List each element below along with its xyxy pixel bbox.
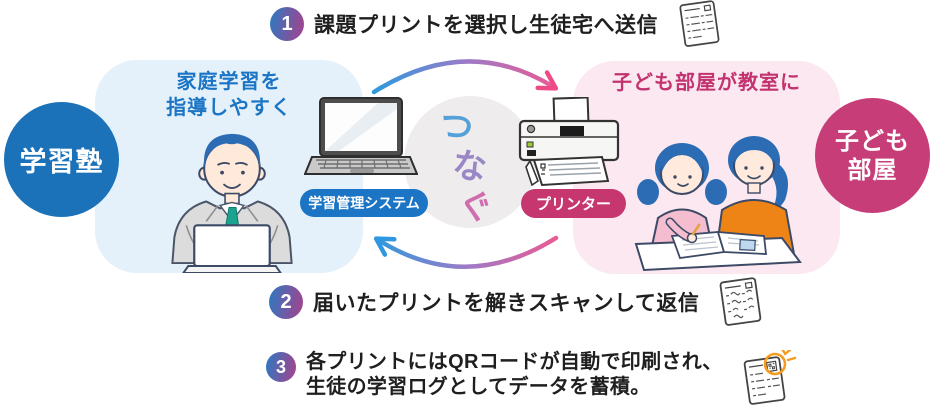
- teacher-illustration: [171, 133, 293, 273]
- step-2-text: 届いたプリントを解きスキャンして返信: [313, 292, 700, 315]
- printer-illustration: [518, 97, 620, 187]
- desk-and-book: [634, 230, 802, 272]
- parent-child-illustration: [634, 136, 802, 272]
- printed-worksheet-icon: [679, 0, 720, 47]
- system-label: 学習管理システム: [308, 195, 420, 211]
- step-3-text: 各プリントにはQRコードが自動で印刷され、 生徒の学習ログとしてデータを蓄積。: [306, 350, 723, 400]
- system-label-pill: 学習管理システム: [300, 189, 428, 217]
- kids-room-label-line1: 子ども: [835, 127, 910, 155]
- step-2: 2 届いたプリントを解きスキャンして返信: [269, 277, 767, 326]
- left-panel-title-line2: 指導しやすく: [166, 97, 292, 119]
- left-panel-title: 家庭学習を 指導しやすく: [95, 69, 363, 121]
- arrow-send-icon: [371, 59, 559, 95]
- step-1: 1 課題プリントを選択し生徒宅へ送信: [270, 0, 726, 47]
- kids-room-circle: 子ども 部屋: [815, 98, 930, 213]
- arrow-return-icon: [373, 235, 559, 269]
- kids-room-label-line2: 部屋: [847, 156, 898, 184]
- step-3-text-line1: 各プリントにはQRコードが自動で印刷され、: [306, 351, 723, 373]
- laptop-illustration: [304, 97, 418, 175]
- right-panel-title: 子ども部屋が教室に: [612, 72, 801, 94]
- teacher-figure: [171, 133, 293, 273]
- left-panel-title-line1: 家庭学習を: [176, 71, 282, 93]
- cram-school-label: 学習塾: [19, 147, 104, 177]
- step-3-text-line2: 生徒の学習ログとしてデータを蓄積。: [306, 376, 651, 398]
- printer-label-pill: プリンター: [521, 189, 626, 218]
- printer-label: プリンター: [535, 196, 611, 213]
- cram-school-circle: 学習塾: [4, 102, 119, 217]
- step-1-text: 課題プリントを選択し生徒宅へ送信: [314, 14, 658, 37]
- qr-worksheet-icon: [743, 350, 796, 405]
- step-1-badge: 1: [270, 7, 304, 41]
- step-3-badge: 3: [266, 352, 296, 382]
- girl-writing-arm: [665, 217, 701, 244]
- step-3: 3 各プリントにはQRコードが自動で印刷され、 生徒の学習ログとしてデータを蓄積…: [266, 350, 797, 405]
- answered-worksheet-icon: [719, 277, 762, 326]
- step-2-badge: 2: [269, 285, 303, 319]
